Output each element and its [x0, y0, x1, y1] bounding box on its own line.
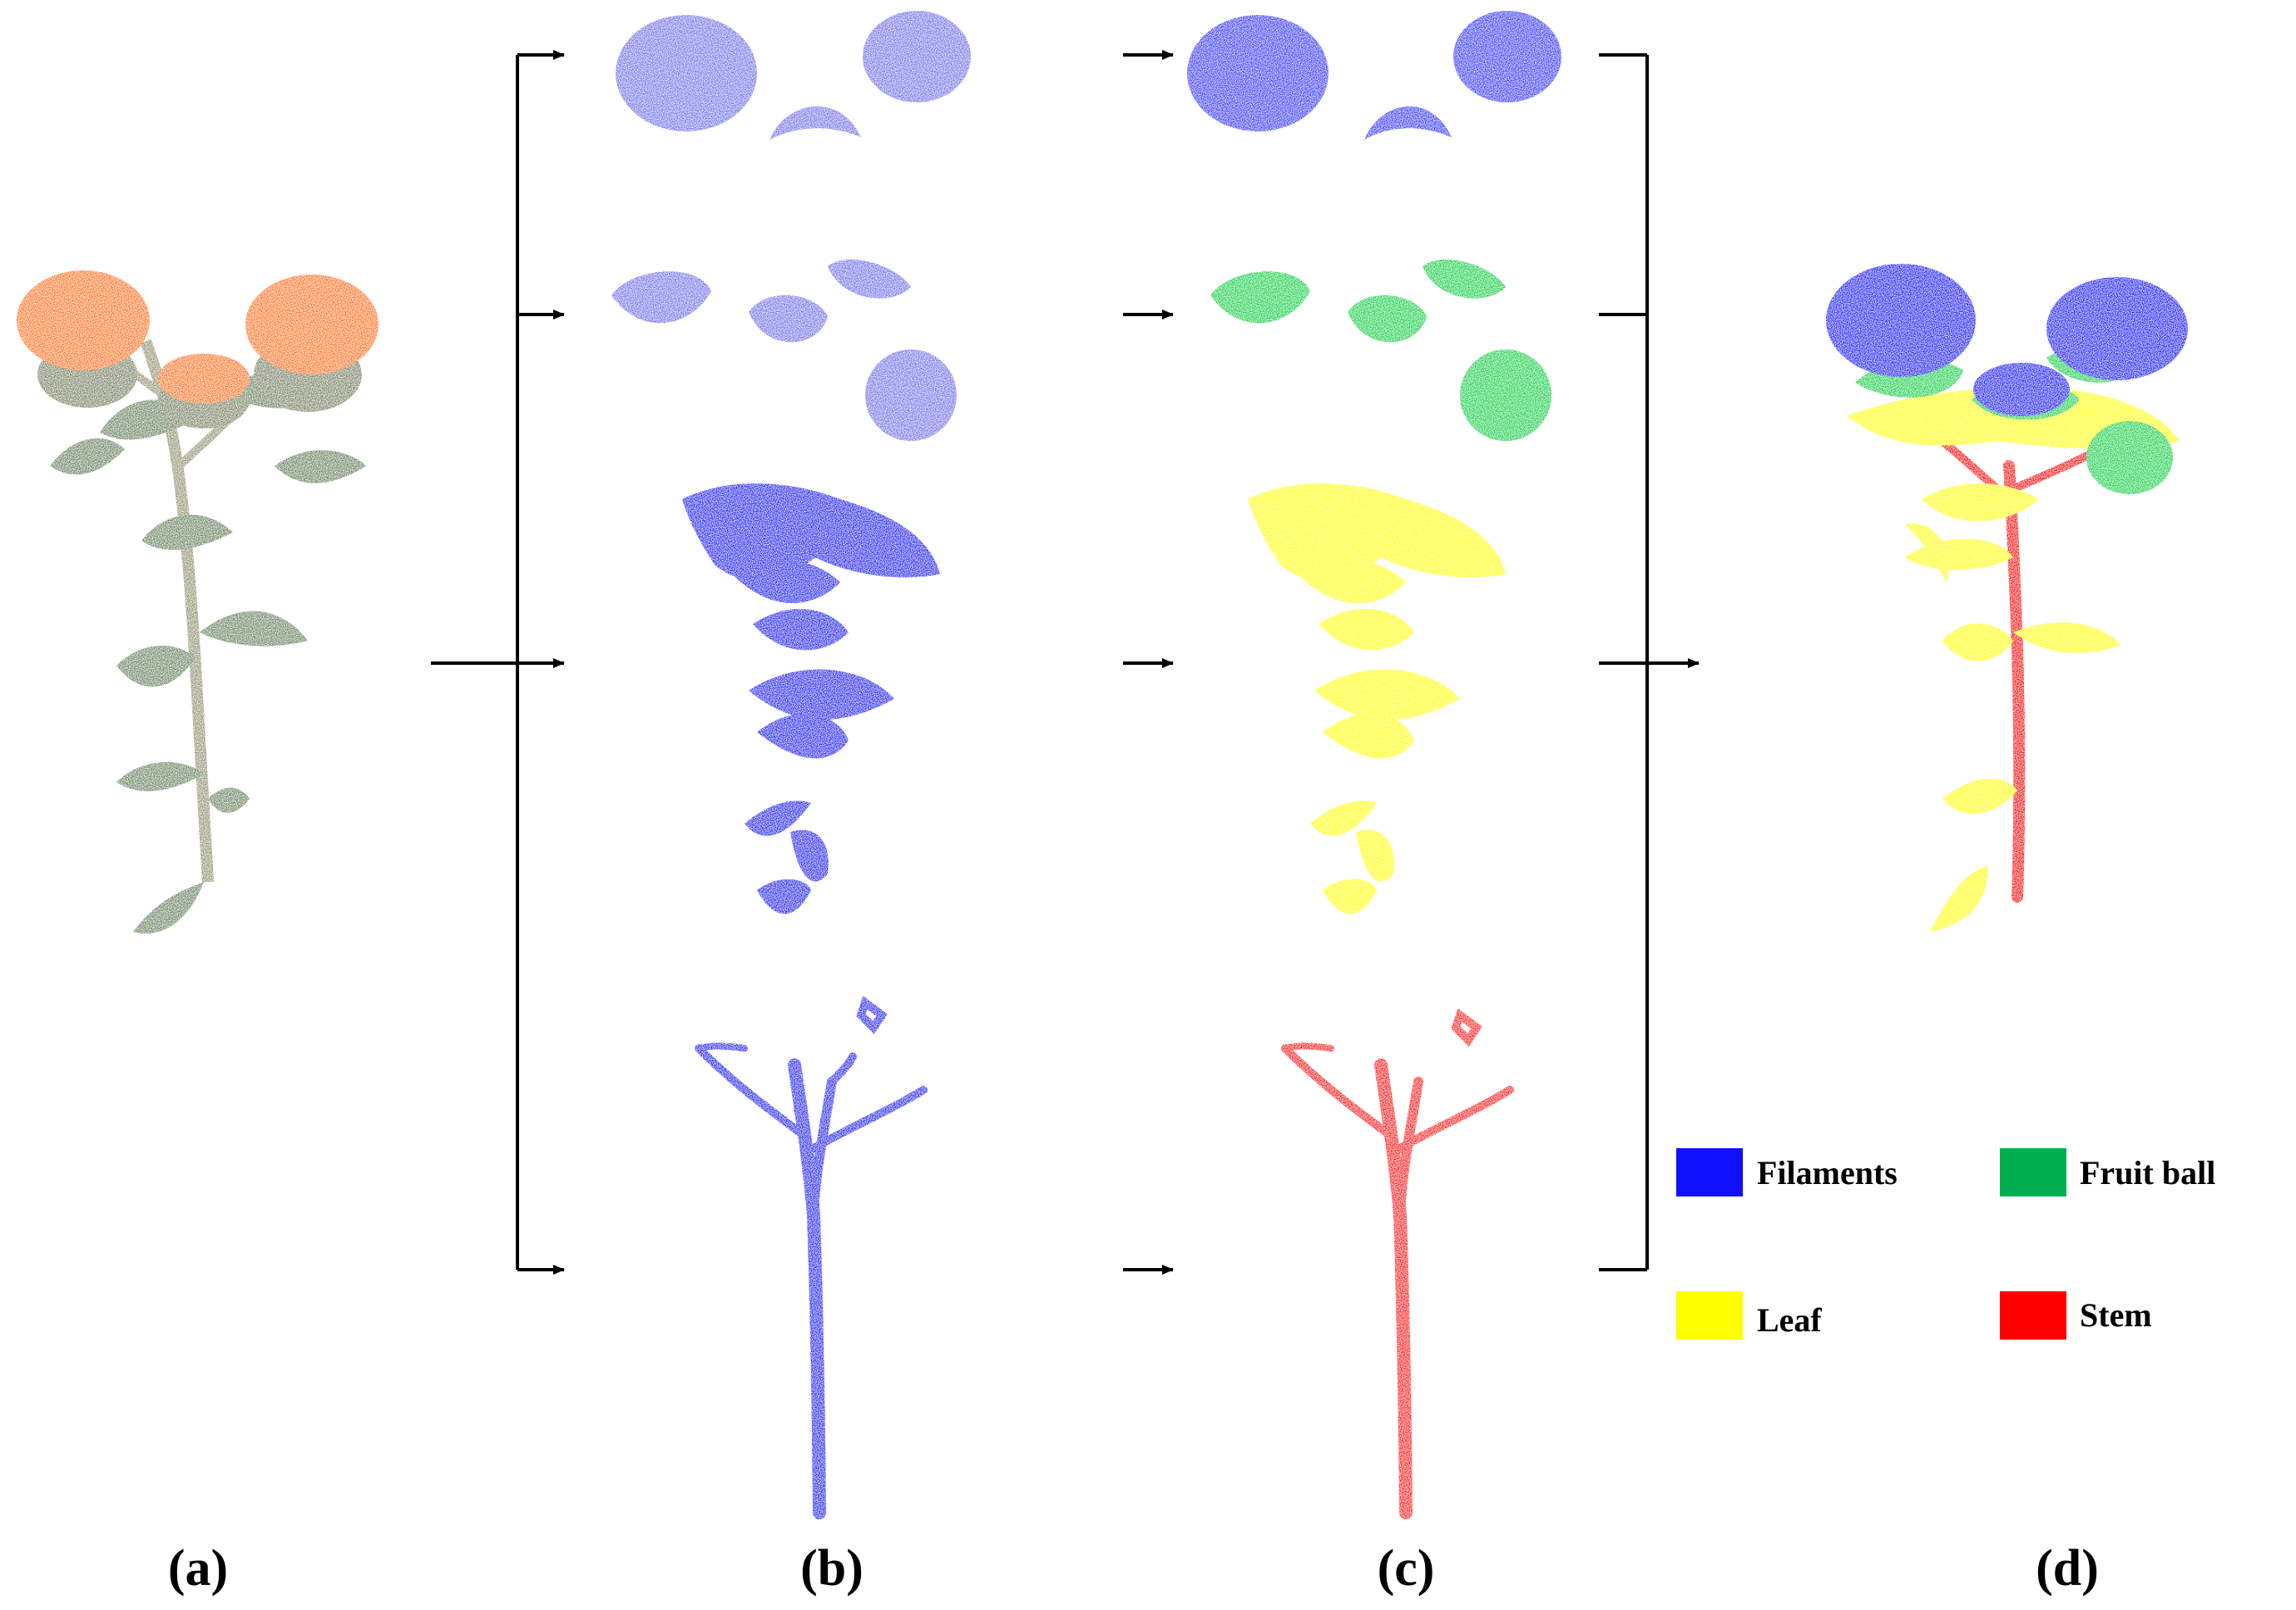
raw-plant-point-cloud — [17, 270, 379, 934]
legend-swatch-fruit-ball — [2000, 1148, 2066, 1196]
legend-item-filaments: Filaments — [1676, 1148, 1898, 1196]
legend-item-fruit-ball: Fruit ball — [2000, 1148, 2215, 1196]
merge-bracket — [1599, 53, 1700, 1271]
legend-item-leaf: Leaf — [1676, 1291, 1822, 1340]
merged-segmentation-result — [1826, 264, 2188, 932]
legend-swatch-filaments — [1676, 1148, 1743, 1196]
legend-item-stem: Stem — [2000, 1291, 2152, 1340]
legend-swatch-leaf — [1676, 1291, 1743, 1340]
panel-label-b: (b) — [800, 1540, 863, 1597]
legend-label-filaments: Filaments — [1757, 1154, 1898, 1191]
panel-label-d: (d) — [2036, 1540, 2099, 1597]
legend: Filaments Fruit ball Leaf Stem — [1676, 1148, 2215, 1340]
legend-swatch-stem — [2000, 1291, 2066, 1340]
classified-parts — [1187, 11, 1561, 1519]
panel-label-a: (a) — [168, 1540, 228, 1597]
predicted-parts-before-classification — [611, 11, 971, 1519]
split-bracket — [431, 50, 565, 1275]
classify-arrows — [1123, 50, 1174, 1275]
panel-label-c: (c) — [1378, 1540, 1435, 1597]
legend-label-fruit-ball: Fruit ball — [2080, 1154, 2215, 1191]
legend-label-leaf: Leaf — [1757, 1301, 1822, 1339]
legend-label-stem: Stem — [2080, 1296, 2152, 1334]
